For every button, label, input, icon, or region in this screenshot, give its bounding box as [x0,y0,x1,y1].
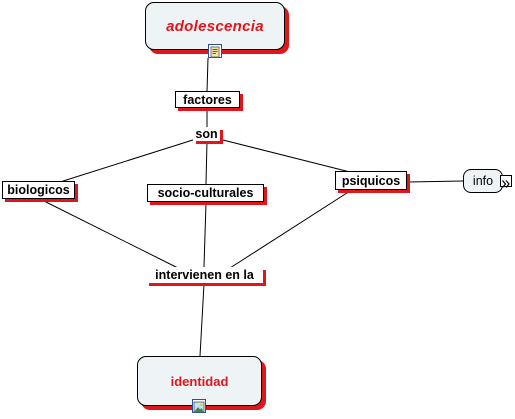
concept-identidad-label: identidad [170,373,229,389]
link-psiquicos-intervienen [229,190,351,269]
phrase-psiquicos[interactable]: psiquicos [335,171,407,190]
concept-identidad[interactable]: identidad [137,356,262,406]
phrase-factores[interactable]: factores [175,91,240,108]
phrase-socio-culturales-label: socio-culturales [157,186,254,200]
phrase-intervienen-label: intervienen en la [155,268,254,282]
image-icon-glyph [193,401,205,413]
link-adolescencia-factores [206,57,209,93]
double-chevron-right-icon-glyph [502,180,510,188]
link-socioculturales-intervienen [203,202,207,268]
document-icon-glyph [210,46,220,58]
concept-info[interactable]: info [463,169,503,193]
image-icon[interactable] [192,399,206,413]
concept-adolescencia-label: adolescencia [166,17,264,35]
concept-info-label: info [472,174,494,188]
double-chevron-right-icon[interactable] [500,175,512,188]
phrase-biologicos[interactable]: biologicos [2,181,75,199]
phrase-biologicos-label: biologicos [7,183,70,197]
link-son-biologicos [59,138,197,183]
phrase-intervienen-en-la[interactable]: intervienen en la [146,267,263,283]
link-psiquicos-info [407,180,464,183]
phrase-son-label: son [195,127,218,141]
link-intervienen-identidad [199,283,205,357]
phrase-son[interactable]: son [193,127,220,141]
phrase-psiquicos-label: psiquicos [341,173,401,188]
link-son-socioculturales [205,140,208,185]
link-son-psiquicos [218,138,351,173]
concept-adolescencia[interactable]: adolescencia [145,2,285,50]
document-icon[interactable] [208,44,222,58]
phrase-socio-culturales[interactable]: socio-culturales [147,184,264,202]
phrase-factores-label: factores [183,92,232,107]
link-biologicos-intervienen [39,198,179,269]
